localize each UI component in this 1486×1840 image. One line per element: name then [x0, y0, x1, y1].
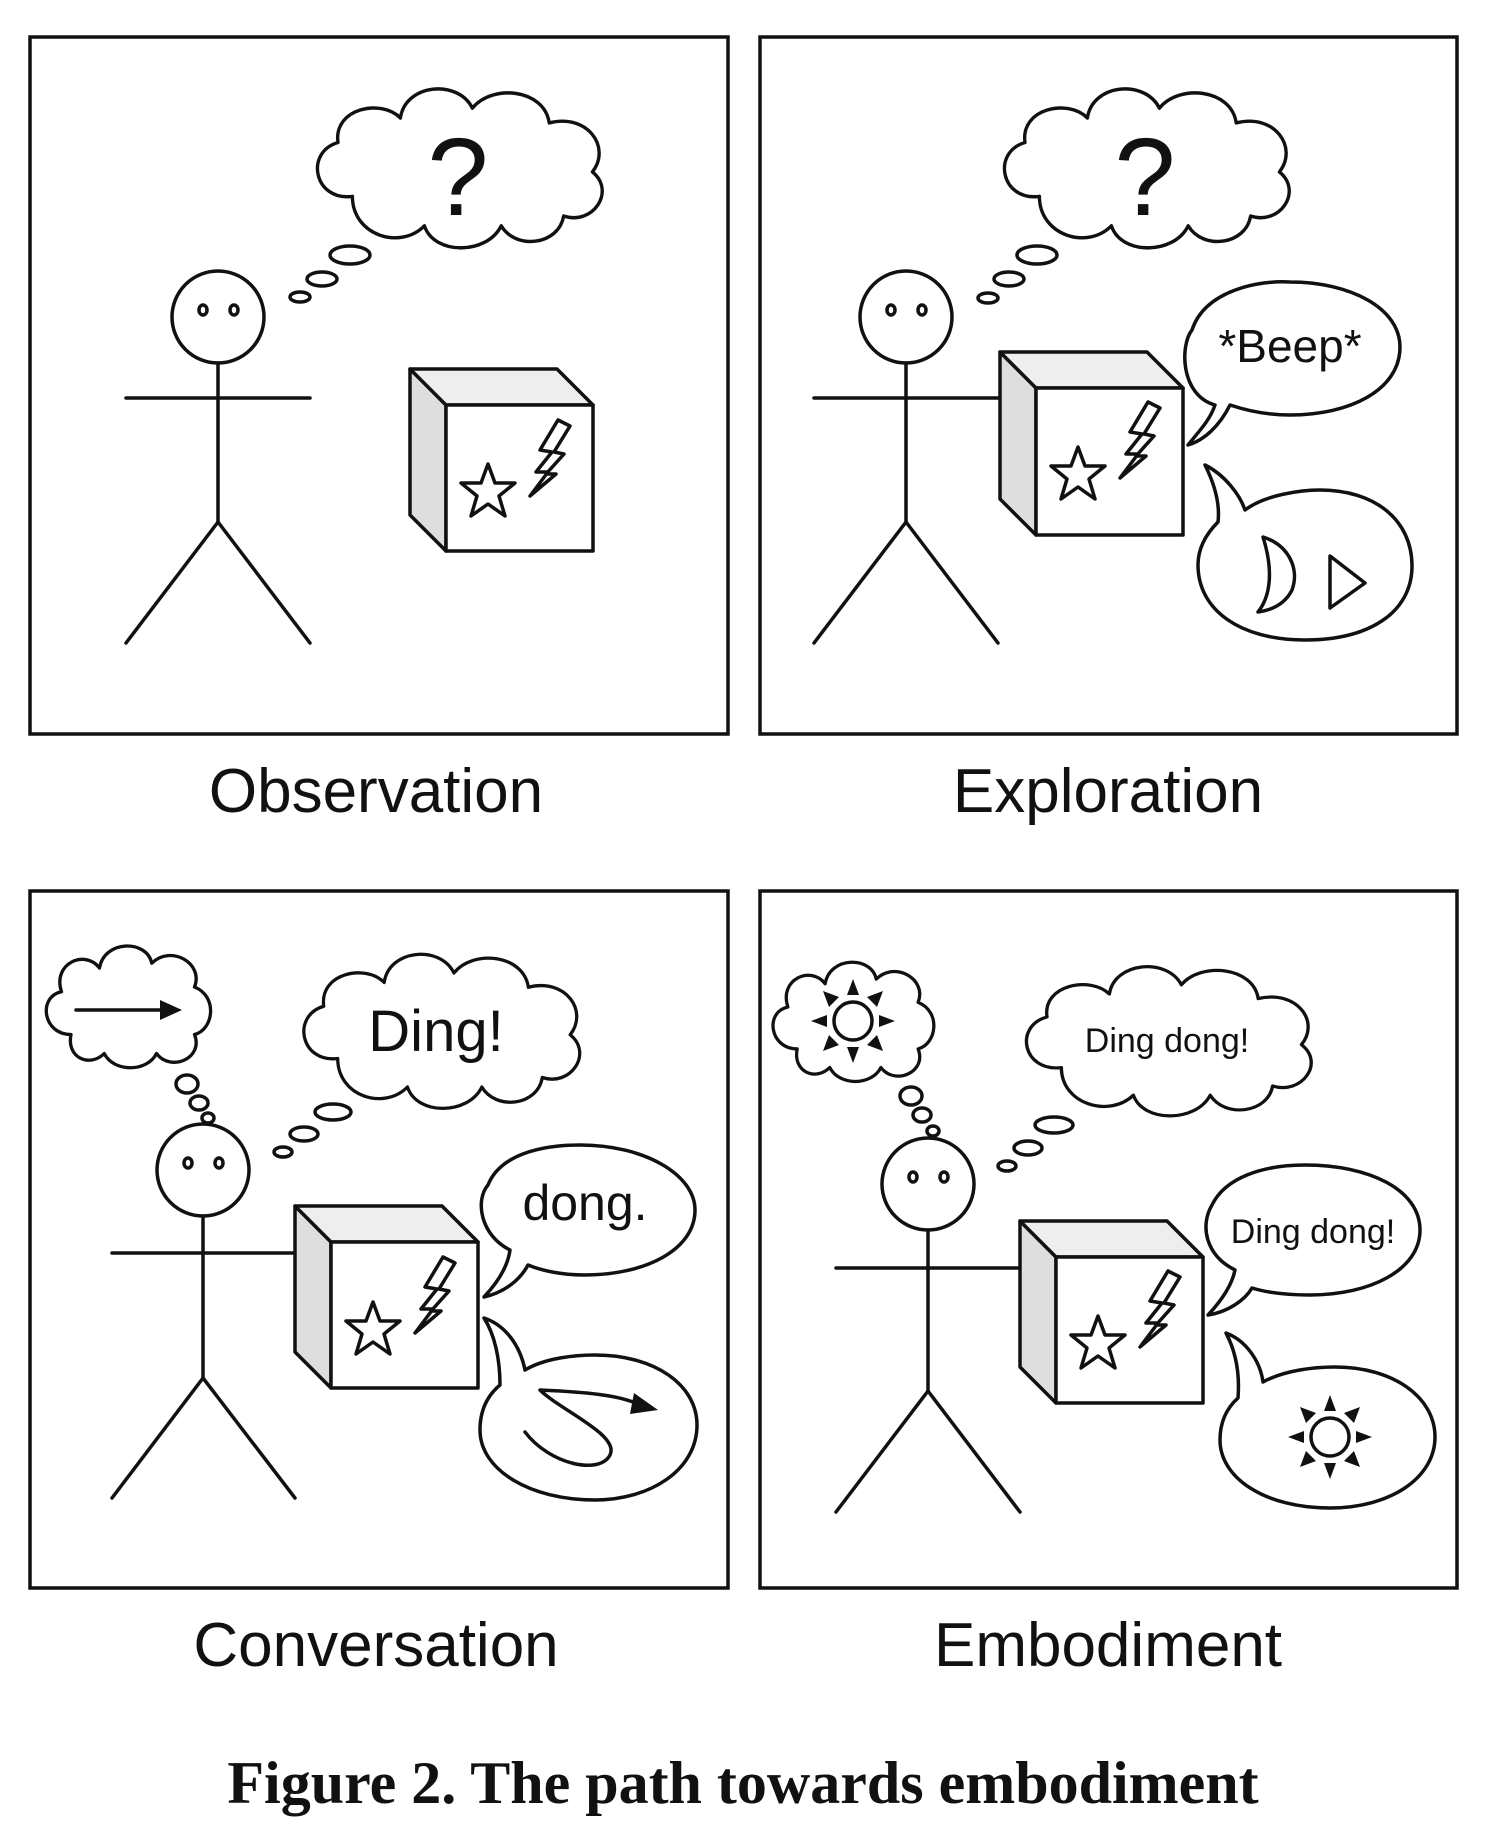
panel-label: Exploration	[953, 757, 1263, 826]
speech-text: dong.	[522, 1175, 647, 1231]
panel-conversation: Ding! dong.	[28, 889, 730, 1680]
figure-caption: Figure 2. The path towards embodiment	[227, 1750, 1258, 1816]
speech-text: *Beep*	[1218, 320, 1361, 372]
thought-bubble-dot	[313, 1102, 353, 1122]
thought-bubble-dot	[288, 1125, 320, 1143]
thought-text: ?	[427, 116, 488, 239]
panel-embodiment: Ding dong! Ding dong!	[758, 889, 1459, 1680]
speech-bubble: *Beep*	[1183, 280, 1402, 447]
panel-label: Embodiment	[934, 1611, 1282, 1680]
thought-text: Ding!	[368, 999, 503, 1064]
mystery-box	[1018, 1219, 1205, 1405]
sun-icon	[809, 977, 897, 1065]
thought-bubble-dot	[898, 1085, 924, 1107]
thought-bubble-dot	[1015, 244, 1059, 266]
stick-figure	[834, 1136, 1022, 1514]
sun-icon	[1286, 1393, 1374, 1481]
thought-cloud: Ding dong!	[1024, 965, 1313, 1118]
panel-label: Conversation	[193, 1611, 558, 1680]
mystery-box	[293, 1204, 480, 1390]
thought-bubble-dot	[272, 1145, 294, 1159]
thought-bubble-dot	[976, 291, 1000, 305]
thought-bubble-dot	[925, 1124, 941, 1138]
panel-exploration: ? *Beep*	[758, 35, 1459, 826]
stick-figure	[812, 269, 1002, 645]
thought-text: ?	[1114, 116, 1175, 239]
thought-bubble-dot	[174, 1073, 200, 1095]
play-icon	[1328, 554, 1367, 610]
thought-bubble-dot	[305, 270, 339, 288]
thought-bubble-dot	[200, 1111, 216, 1125]
thought-bubble-dot	[288, 290, 312, 304]
stick-figure	[110, 1122, 297, 1500]
speech-bubble	[478, 1316, 699, 1502]
mystery-box	[998, 350, 1185, 537]
speech-bubble	[1218, 1331, 1437, 1510]
thought-cloud-small	[44, 944, 213, 1070]
thought-bubble-dot	[328, 244, 372, 266]
speech-bubble: Ding dong!	[1204, 1163, 1422, 1317]
speech-bubble: dong.	[479, 1143, 697, 1299]
panel-observation: ? Observation	[28, 35, 730, 826]
panel-label: Observation	[209, 757, 543, 826]
thought-cloud: Ding!	[302, 952, 582, 1110]
speech-text: Ding dong!	[1231, 1213, 1395, 1251]
thought-bubble-dot	[996, 1159, 1018, 1173]
thought-bubble-dot	[992, 270, 1026, 288]
thought-bubble-dot	[1012, 1139, 1044, 1157]
stick-figure	[124, 269, 312, 645]
curved-arrow-icon	[523, 1388, 642, 1468]
thought-cloud: ?	[315, 87, 604, 250]
mystery-box	[408, 367, 595, 553]
thought-cloud-small	[771, 960, 936, 1083]
thought-bubble-dot	[1033, 1115, 1075, 1135]
moon-icon	[1256, 535, 1297, 614]
speech-bubble	[1196, 463, 1414, 642]
thought-text: Ding dong!	[1085, 1022, 1249, 1060]
thought-bubble-dot	[911, 1106, 933, 1124]
thought-cloud: ?	[1002, 87, 1291, 250]
thought-bubble-dot	[188, 1094, 210, 1112]
